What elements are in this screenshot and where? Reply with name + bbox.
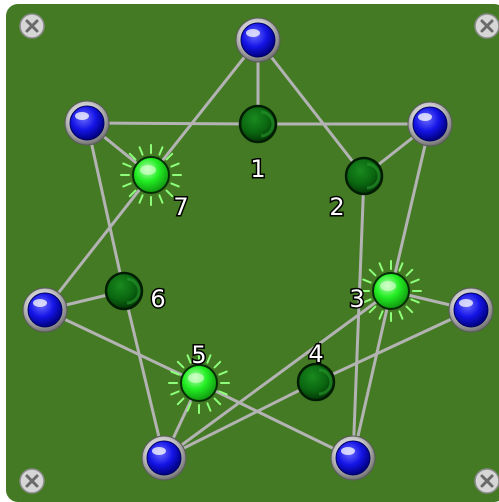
light-number-label: 7	[173, 193, 188, 221]
light-off-icon[interactable]	[106, 273, 142, 309]
screw-icon	[475, 14, 499, 38]
blue-peg-icon[interactable]	[331, 436, 375, 480]
blue-peg-icon[interactable]	[142, 436, 186, 480]
screw-icon	[20, 469, 44, 493]
blue-peg-icon[interactable]	[449, 288, 493, 332]
blue-peg-icon[interactable]	[65, 101, 109, 145]
light-number-label: 5	[191, 341, 206, 369]
light-off-icon[interactable]	[240, 106, 276, 142]
screw-icon	[475, 469, 499, 493]
light-number-label: 3	[349, 285, 364, 313]
blue-peg-icon[interactable]	[408, 102, 452, 146]
light-number-label: 6	[150, 285, 165, 313]
light-number-label: 2	[329, 193, 344, 221]
light-on-icon[interactable]	[121, 145, 181, 205]
connection-line	[87, 123, 258, 124]
board-background	[6, 4, 499, 502]
screw-icon	[20, 14, 44, 38]
light-off-icon[interactable]	[346, 158, 382, 194]
light-number-label: 4	[308, 340, 323, 368]
light-on-icon[interactable]	[361, 261, 421, 321]
blue-peg-icon[interactable]	[236, 18, 280, 62]
light-number-label: 1	[250, 155, 265, 183]
blue-peg-icon[interactable]	[23, 288, 67, 332]
light-off-icon[interactable]	[298, 364, 334, 400]
